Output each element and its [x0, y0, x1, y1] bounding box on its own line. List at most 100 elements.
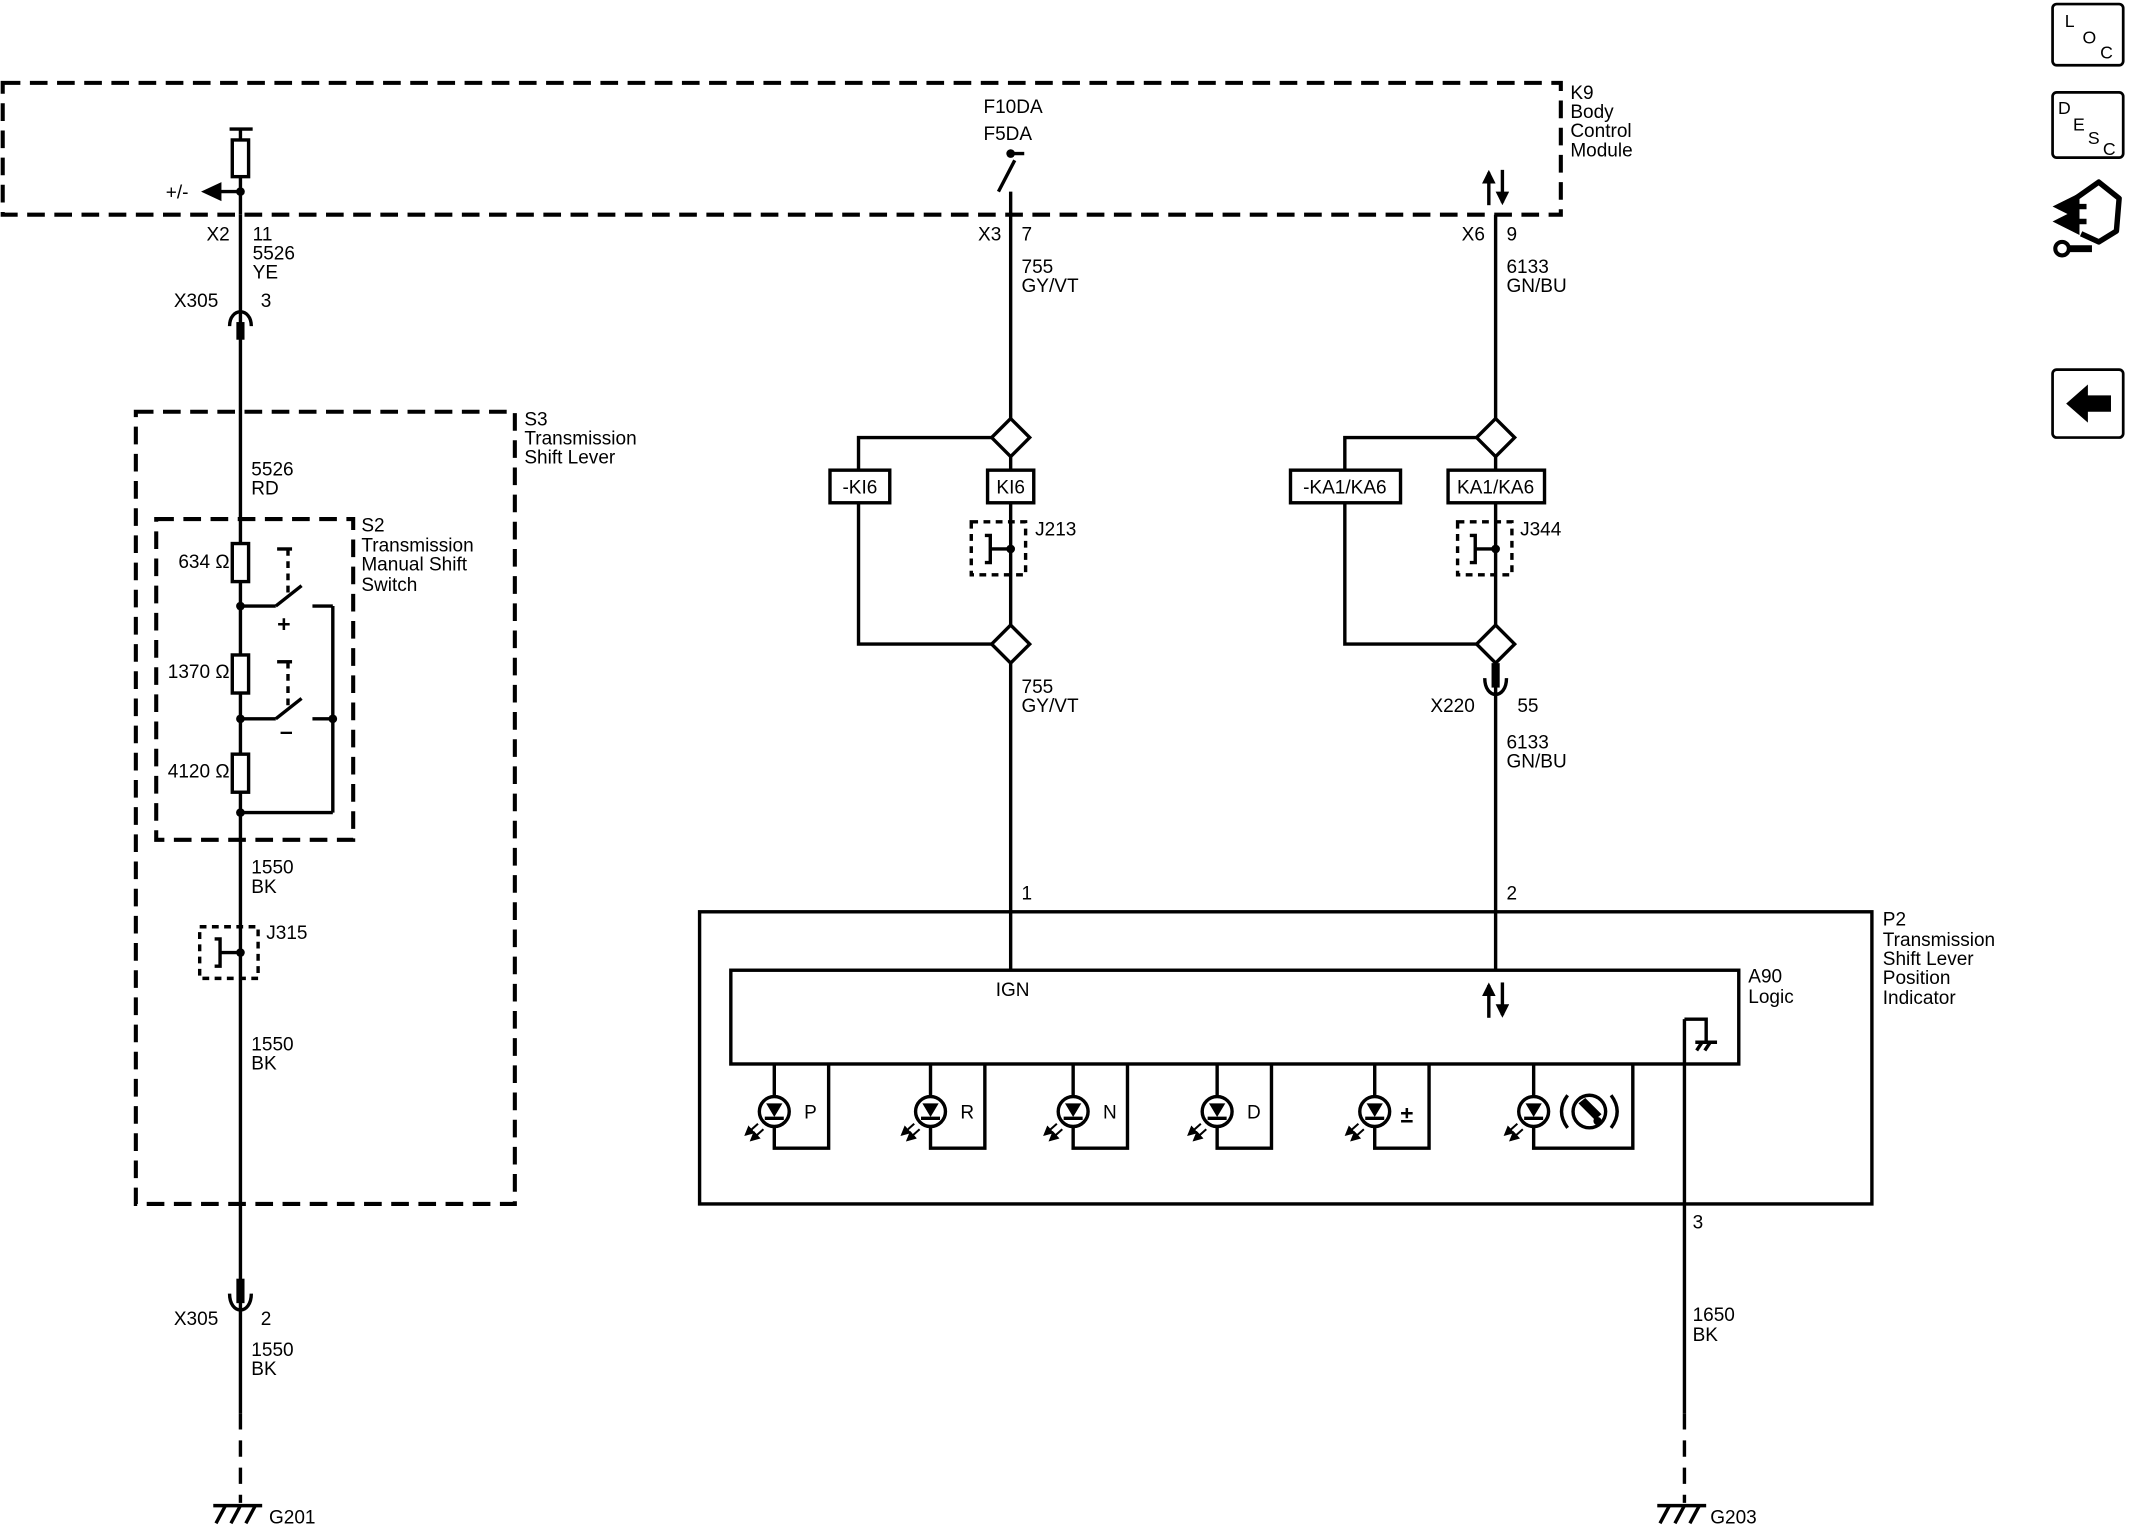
resistor — [230, 541, 251, 584]
resistor — [230, 653, 251, 695]
loc-letter: O — [2082, 27, 2096, 47]
s3-name-line: Shift Lever — [524, 447, 616, 468]
wire-color: BK — [251, 1359, 277, 1380]
wire-color: GY/VT — [1022, 696, 1079, 717]
option-box — [985, 468, 1036, 505]
back-arrow-icon — [2066, 384, 2111, 423]
loc-letter: L — [2065, 11, 2075, 31]
arrow-left-icon — [201, 182, 222, 202]
fuse-label: F5DA — [983, 124, 1032, 145]
k9-name-line: Control — [1570, 121, 1631, 142]
wire-color: RD — [251, 479, 278, 500]
connector-label: X3 — [978, 225, 1001, 246]
switch-plus-label: + — [277, 611, 290, 637]
loc-letter: C — [2100, 42, 2113, 62]
bidirectional-arrow-icon — [1482, 169, 1510, 206]
splice-label: J213 — [1035, 519, 1076, 540]
led-label: D — [1247, 1102, 1261, 1123]
p2-ref: P2 — [1883, 909, 1906, 930]
led-n — [1043, 1063, 1130, 1150]
connector-label: X305 — [174, 291, 218, 312]
splice-label: J344 — [1520, 519, 1562, 540]
resistor-value: 1370 Ω — [168, 662, 230, 683]
switch-minus-label: – — [280, 718, 293, 744]
k9-name-line: Module — [1570, 140, 1632, 161]
a90-name: Logic — [1748, 987, 1793, 1008]
wire-color: BK — [251, 877, 277, 898]
wire-color: BK — [251, 1053, 277, 1074]
pin-label: 7 — [1022, 225, 1033, 246]
option-label: KA1/KA6 — [1457, 477, 1534, 498]
led-r — [900, 1063, 987, 1150]
connector-label: X305 — [174, 1309, 218, 1330]
led-manual-mode — [1503, 1063, 1635, 1150]
circuit-number: 6133 — [1506, 257, 1548, 278]
s3-ref: S3 — [524, 409, 547, 430]
option-label: -KA1/KA6 — [1303, 477, 1386, 498]
ground-label: G203 — [1710, 1507, 1757, 1526]
resistor — [230, 752, 251, 794]
wire-color: GN/BU — [1506, 276, 1566, 297]
inline-connector-x220 — [1483, 663, 1509, 696]
k9-ref: K9 — [1570, 83, 1593, 104]
ground-symbol — [1657, 1503, 1707, 1525]
circuit-number: 5526 — [253, 244, 295, 265]
option-box — [828, 468, 892, 505]
circuit-number: 1550 — [251, 1340, 293, 1361]
led-label: ± — [1401, 1101, 1414, 1127]
s2-name-line: Manual Shift — [361, 555, 467, 576]
s3-component-boundary — [133, 409, 517, 1206]
s3-name-line: Transmission — [524, 428, 636, 449]
wire-color: YE — [253, 263, 278, 284]
a90-logic-boundary — [729, 968, 1741, 1066]
led-d — [1187, 1063, 1274, 1150]
pin-label: 9 — [1506, 225, 1517, 246]
option-box — [1446, 468, 1547, 505]
logic-ground-icon — [1684, 1017, 1718, 1052]
inline-connector-x305-2 — [227, 1278, 254, 1312]
led-p — [744, 1063, 831, 1150]
wire-color: BK — [1693, 1325, 1719, 1346]
back-button[interactable] — [2051, 368, 2125, 439]
p2-name-line: Transmission — [1883, 930, 1995, 951]
splice-j213 — [969, 520, 1028, 577]
option-diamond — [1474, 622, 1518, 666]
option-branch-ki6 — [856, 435, 1011, 646]
s2-name-line: Switch — [361, 575, 417, 596]
desc-button[interactable]: D E S C — [2051, 91, 2125, 159]
splice-j344 — [1455, 520, 1514, 577]
circuit-number: 755 — [1022, 677, 1054, 698]
pin-label: 3 — [1693, 1212, 1704, 1233]
circuit-number: 755 — [1022, 257, 1054, 278]
wire-color: GY/VT — [1022, 276, 1079, 297]
option-box — [1288, 468, 1403, 505]
led-label: P — [804, 1102, 817, 1123]
ign-input-label: IGN — [996, 980, 1030, 1001]
loc-button[interactable]: L O C — [2051, 2, 2125, 67]
splice-j315 — [197, 925, 260, 981]
p2-component-boundary — [697, 910, 1874, 1206]
bidirectional-arrow-icon — [1482, 982, 1510, 1018]
p2-name-line: Shift Lever — [1883, 949, 1975, 970]
s2-ref: S2 — [361, 515, 384, 536]
option-branch-ka1-ka6 — [1343, 435, 1496, 646]
s2-component-boundary — [154, 517, 356, 842]
desc-letter: D — [2058, 98, 2071, 118]
bcm-internal-resistor — [201, 127, 253, 215]
a90-ref: A90 — [1748, 966, 1782, 987]
connector-label: X2 — [206, 225, 229, 246]
power-mode-label: +/- — [166, 182, 189, 203]
option-diamond — [989, 416, 1033, 459]
circuit-number: 5526 — [251, 460, 293, 481]
ground-label: G201 — [269, 1507, 316, 1526]
desc-letter: S — [2088, 128, 2100, 148]
ignition-fuse-switch — [996, 149, 1025, 193]
splice-label: J315 — [266, 923, 307, 944]
circuit-number: 1550 — [251, 1034, 293, 1055]
manual-mode-icon — [1559, 1093, 1619, 1130]
connector-wrench-icon[interactable] — [2051, 173, 2125, 261]
s2-name-line: Transmission — [361, 536, 473, 557]
resistor-value: 4120 Ω — [168, 761, 230, 782]
desc-letter: C — [2103, 139, 2116, 159]
